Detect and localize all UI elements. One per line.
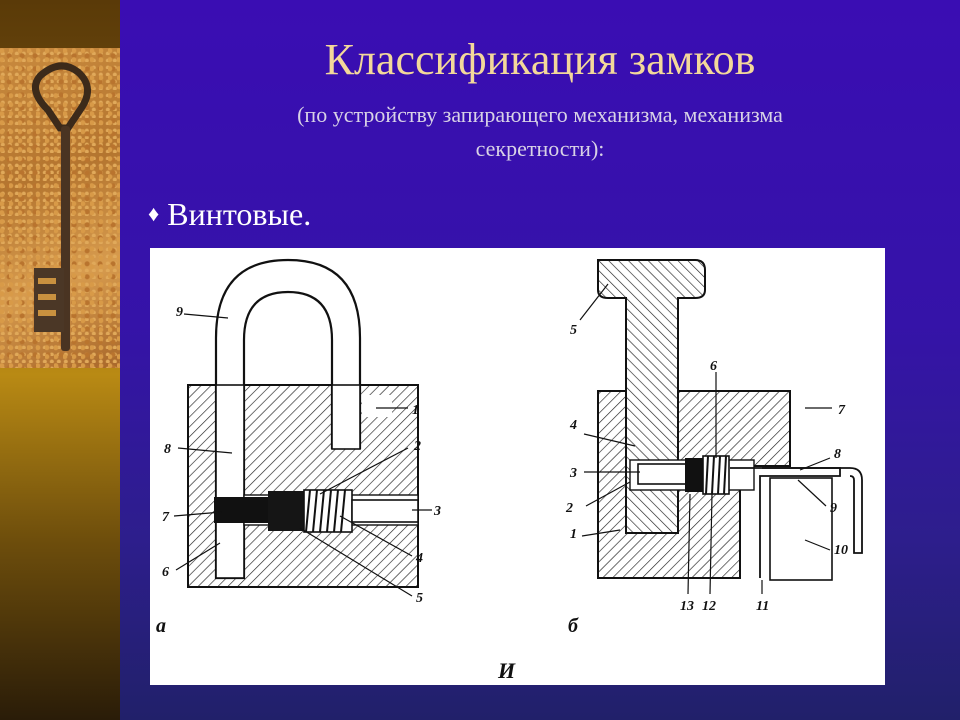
callout-a-3: 3 <box>433 504 441 519</box>
callout-b-1: 1 <box>570 527 577 542</box>
callout-a-6: 6 <box>162 565 169 580</box>
callout-b-12: 12 <box>702 599 716 614</box>
nut-b <box>685 458 703 492</box>
antique-key-photo <box>0 48 120 368</box>
bolt-a <box>214 497 268 523</box>
threaded-screw-a <box>303 489 353 533</box>
panel-b-screw-lock: 5 6 4 7 3 8 2 9 1 10 13 12 11 б <box>565 259 863 637</box>
t-bolt-b <box>597 259 706 534</box>
callout-b-7: 7 <box>838 403 846 418</box>
panel-a-padlock: 9 1 8 2 7 3 6 4 5 а <box>156 258 441 637</box>
callout-b-3: 3 <box>569 466 577 481</box>
bullet-text: Винтовые. <box>167 196 312 232</box>
callout-b-9: 9 <box>830 501 837 516</box>
callout-b-5: 5 <box>570 323 577 338</box>
callout-b-11: 11 <box>756 599 769 614</box>
callout-b-2: 2 <box>565 501 573 516</box>
body-block-right-b <box>669 390 791 467</box>
bullet-item-screw-locks: ♦ Винтовые. <box>148 196 311 233</box>
figure-caption: И <box>497 658 516 683</box>
key-icon <box>32 62 91 351</box>
callout-b-10: 10 <box>834 543 848 558</box>
callout-a-7: 7 <box>162 510 170 525</box>
lock-mechanism-diagram: 9 1 8 2 7 3 6 4 5 а <box>150 248 885 685</box>
callout-b-13: 13 <box>680 599 694 614</box>
callout-a-2: 2 <box>413 439 421 454</box>
callout-a-9: 9 <box>176 305 183 320</box>
callout-a-8: 8 <box>164 442 171 457</box>
callout-b-8: 8 <box>834 447 841 462</box>
subtitle-line-1: (по устройству запирающего механизма, ме… <box>297 102 783 127</box>
slide-title: Классификация замков <box>324 35 756 84</box>
diamond-bullet-icon: ♦ <box>148 201 160 226</box>
callout-a-1: 1 <box>412 403 419 418</box>
panel-b-label: б <box>568 615 579 637</box>
callout-a-5: 5 <box>416 591 423 606</box>
callout-b-6: 6 <box>710 359 717 374</box>
callout-b-4: 4 <box>569 418 577 433</box>
subtitle-line-2: секретности): <box>475 136 605 161</box>
callout-a-4: 4 <box>415 551 423 566</box>
panel-a-label: а <box>156 615 166 637</box>
slide-subtitle: (по устройству запирающего механизма, ме… <box>160 98 920 166</box>
threaded-bush-b <box>702 455 730 495</box>
